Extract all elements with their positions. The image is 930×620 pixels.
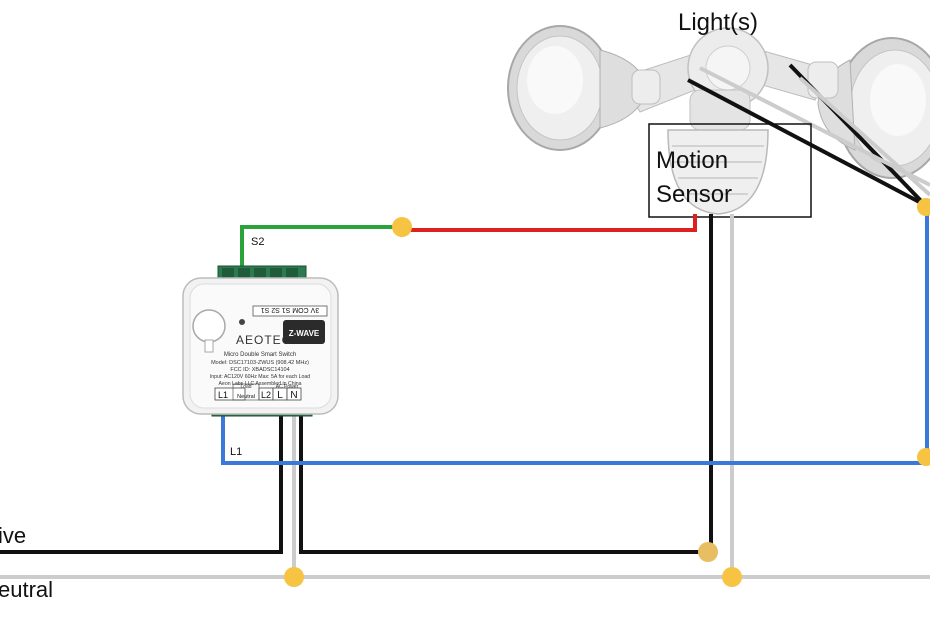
brand-text: AEOTEC	[236, 333, 291, 347]
switched-wire	[402, 214, 697, 232]
junction-fixture	[917, 198, 930, 216]
left-floodlight	[507, 25, 661, 151]
live-wire	[0, 408, 283, 554]
top-terminal-labels: 3V COM S1 S2 S1	[261, 306, 319, 313]
terminal-neutral: Neutral	[237, 394, 255, 400]
fixture-wires	[687, 63, 930, 207]
neutral-label: eutral	[0, 577, 53, 602]
terminal-l: L	[277, 390, 283, 401]
right-floodlight	[807, 37, 930, 179]
switch-button	[192, 309, 226, 343]
s2-wire	[240, 225, 402, 270]
terminal-l2: L2	[261, 390, 271, 400]
load-header: Load	[240, 384, 251, 390]
l1-load-wire	[221, 408, 925, 465]
s2-label: S2	[251, 236, 264, 248]
spec-line-1: Micro Double Smart Switch	[224, 352, 296, 358]
spec-line-4: Input: AC120V 60Hz Max: 5A for each Load	[210, 374, 310, 380]
junction-live	[698, 542, 718, 562]
motion-sensor-dome	[667, 129, 769, 215]
zwave-badge-text: Z-WAVE	[289, 329, 320, 338]
live-label: ive	[0, 523, 26, 548]
spec-line-3: FCC ID: XBADSC14104	[230, 367, 289, 373]
lights-label: Light(s)	[678, 9, 758, 36]
spec-line-2: Model: DSC17103-ZWUS (908.42 MHz)	[211, 360, 309, 366]
l1-label: L1	[230, 446, 242, 458]
junction-neutral-right	[722, 567, 742, 587]
live-jumper-wire	[299, 408, 708, 554]
junction-load	[917, 448, 930, 466]
motion-label-line1: Motion	[656, 147, 728, 174]
junction-neutral-left	[284, 567, 304, 587]
light-fixture	[507, 25, 930, 215]
junction-s2	[392, 217, 412, 237]
terminal-l1: L1	[218, 390, 228, 400]
zwave-badge	[283, 320, 325, 344]
aeotec-switch-module: 3V COM S1 S2 S1 Z-WAVE AEOTEC Micro Doub…	[182, 265, 339, 417]
junctions	[284, 198, 930, 587]
acpower-header: AC Power	[276, 384, 299, 390]
terminal-n: N	[290, 390, 297, 401]
wires	[0, 205, 930, 579]
spec-line-5: Aeon Labs LLC Assembled in China	[218, 381, 301, 387]
motion-label-line2: Sensor	[656, 181, 732, 208]
